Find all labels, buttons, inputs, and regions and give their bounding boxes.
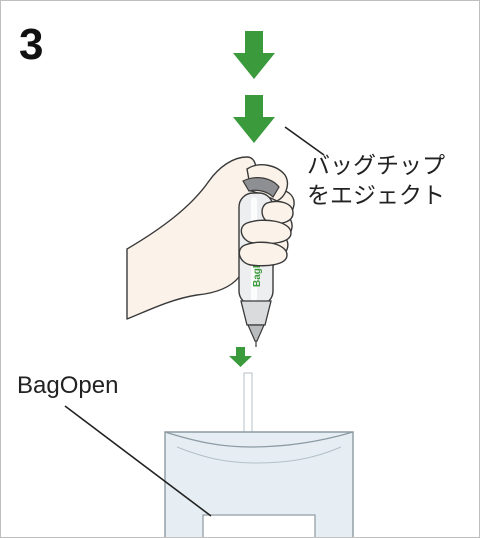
- fingers: [238, 200, 294, 267]
- eject-label-line1: バッグチップ: [307, 153, 445, 179]
- bagopen-label: BagOpen: [17, 372, 119, 399]
- step-number: 3: [19, 20, 44, 69]
- bag-leader-line: [64, 405, 212, 517]
- down-arrow-icon: [233, 31, 275, 79]
- eject-label-line2: をエジェクト: [307, 183, 445, 209]
- eject-leader-line: [284, 126, 325, 156]
- bagopen-bag: [164, 431, 354, 537]
- eject-bag-tip-label: バッグチップ をエジェクト: [307, 151, 445, 211]
- down-arrow-icon: [233, 95, 275, 143]
- small-down-arrow-icon: [229, 347, 252, 367]
